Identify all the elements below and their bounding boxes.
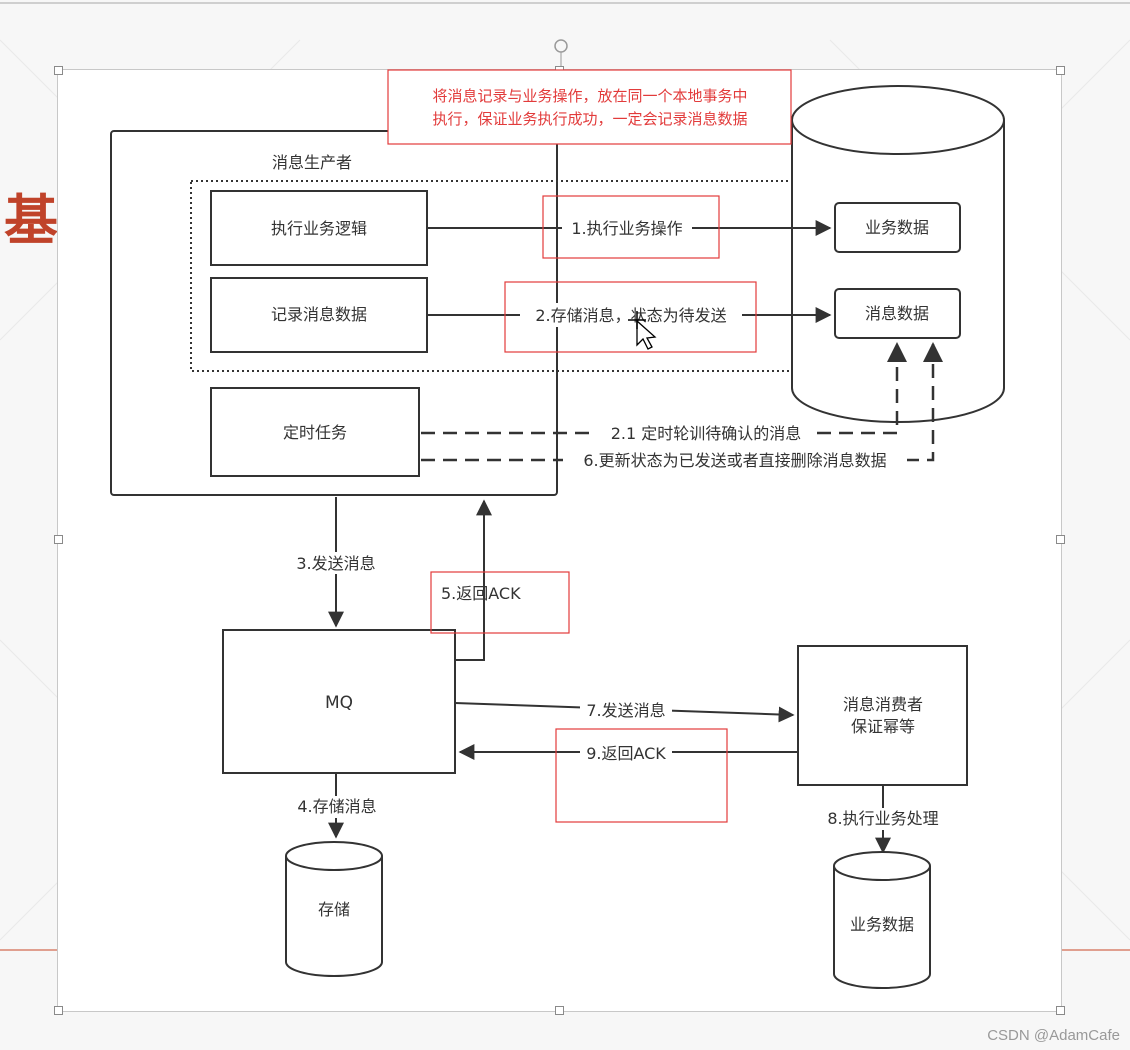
edge-5-line xyxy=(456,499,492,661)
db-message-data-label: 消息数据 xyxy=(865,304,929,323)
consumer-label-line1: 消息消费者 xyxy=(843,695,923,714)
storage-label: 存储 xyxy=(318,900,350,919)
highlight-edge-9 xyxy=(555,728,728,823)
edge-2-label: 2.存储消息，状态为待发送 xyxy=(535,306,726,325)
consumer-db-cylinder xyxy=(833,851,931,989)
edge-4-label: 4.存储消息 xyxy=(297,797,376,816)
box-timer-task-label: 定时任务 xyxy=(283,423,347,442)
mouse-cursor-icon xyxy=(628,311,657,350)
resize-handle-tr[interactable] xyxy=(1056,66,1065,75)
box-timer-task xyxy=(210,387,420,477)
edge-1-label: 1.执行业务操作 xyxy=(571,219,682,238)
watermark: CSDN @AdamCafe xyxy=(987,1027,1120,1044)
resize-handle-br[interactable] xyxy=(1056,1006,1065,1015)
box-record-message xyxy=(210,277,428,353)
producer-title: 消息生产者 xyxy=(272,153,352,172)
edge-3-label: 3.发送消息 xyxy=(296,554,375,573)
rotate-handle-icon[interactable] xyxy=(554,39,568,66)
resize-handle-bm[interactable] xyxy=(555,1006,564,1015)
box-record-message-label: 记录消息数据 xyxy=(271,305,367,324)
resize-handle-bl[interactable] xyxy=(54,1006,63,1015)
highlight-edge-5 xyxy=(430,571,570,634)
box-business-logic-label: 执行业务逻辑 xyxy=(271,219,367,238)
edge-6-line xyxy=(421,342,943,462)
resize-handle-tl[interactable] xyxy=(54,66,63,75)
db-message-data-box xyxy=(834,288,961,339)
highlight-edge-2 xyxy=(504,281,757,353)
db-business-data-label: 业务数据 xyxy=(865,218,929,237)
background-title-char: 基 xyxy=(4,188,58,252)
storage-cylinder xyxy=(285,841,383,977)
edge-5-label: 5.返回ACK xyxy=(441,584,521,603)
annotation-box xyxy=(387,69,792,145)
resize-handle-ml[interactable] xyxy=(54,535,63,544)
edge-6-label: 6.更新状态为已发送或者直接删除消息数据 xyxy=(583,451,886,470)
annotation-line2: 执行，保证业务执行成功，一定会记录消息数据 xyxy=(432,110,747,128)
edge-9-label: 9.返回ACK xyxy=(586,744,666,763)
consumer-db-label: 业务数据 xyxy=(850,915,914,934)
transaction-boundary xyxy=(190,180,976,372)
highlight-edge-1 xyxy=(542,195,720,259)
edge-2-1-line xyxy=(421,342,907,435)
annotation-line1: 将消息记录与业务操作，放在同一个本地事务中 xyxy=(432,87,747,105)
mq-box xyxy=(222,629,456,774)
consumer-label-line2: 保证幂等 xyxy=(851,717,915,736)
edge-2-1-label: 2.1 定时轮训待确认的消息 xyxy=(611,424,802,443)
edge-7-label: 7.发送消息 xyxy=(586,701,665,720)
edge-8-label: 8.执行业务处理 xyxy=(827,809,938,828)
resize-handle-mr[interactable] xyxy=(1056,535,1065,544)
consumer-box xyxy=(797,645,968,786)
mq-label: MQ xyxy=(325,693,353,713)
db-business-data-box xyxy=(834,202,961,253)
